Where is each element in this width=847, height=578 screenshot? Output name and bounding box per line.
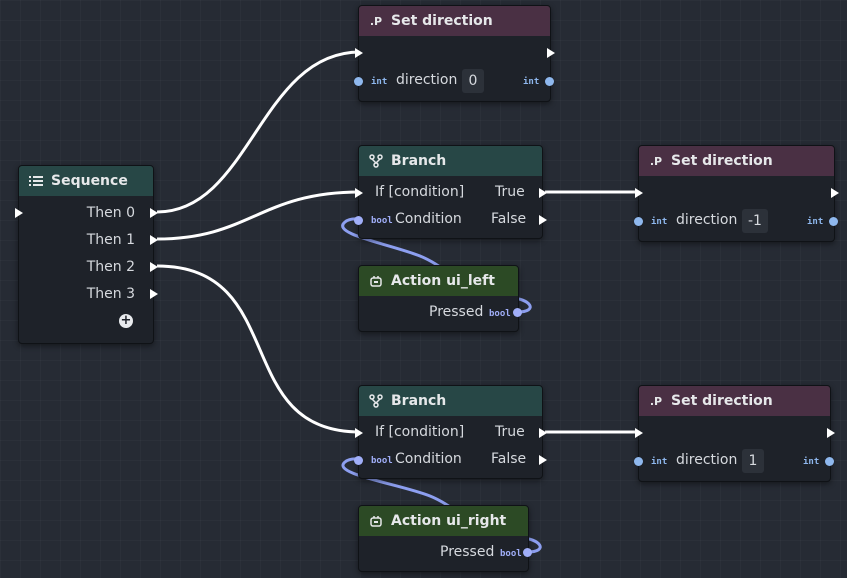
condition-in-port[interactable] [354,456,363,465]
int-type-tag: int [807,217,824,227]
set-direction-title: Set direction [671,153,773,169]
branch-title: Branch [391,393,447,409]
condition-in-port[interactable] [354,216,363,225]
int-type-tag: int [651,457,668,467]
set-direction-header[interactable]: .P Set direction [639,146,834,176]
pressed-out-port[interactable] [523,548,532,557]
set-direction-node-1[interactable]: .P Set direction int direction 0 int [354,5,555,102]
sequence-output-row: Then 3 [19,280,153,307]
exec-in-port[interactable] [355,48,363,58]
action-header[interactable]: Action ui_left [359,266,518,296]
int-type-tag: int [651,217,668,227]
exec-in-port[interactable] [635,428,643,438]
sequence-node-header[interactable]: Sequence [19,166,153,196]
branch-node-2[interactable]: Branch If [condition] True bool Conditio… [354,385,547,479]
exec-in-port[interactable] [355,188,363,198]
exec-in-port[interactable] [635,188,643,198]
false-label: False [491,451,527,467]
int-type-tag: int [371,77,388,87]
sequence-output-row: Then 0 [19,199,153,226]
branch-node-1[interactable]: Branch If [condition] True bool Conditio… [354,145,547,239]
direction-in-port[interactable] [354,77,363,86]
set-direction-header[interactable]: .P Set direction [639,386,830,416]
sequence-output-row: Then 1 [19,226,153,253]
pressed-out-port[interactable] [513,308,522,317]
property-icon: .P [649,394,663,408]
sequence-then3-port[interactable] [150,289,158,299]
gamepad-icon [369,274,383,288]
action-header[interactable]: Action ui_right [359,506,528,536]
true-exec-port[interactable] [539,188,547,198]
branch-icon [369,394,383,408]
direction-in-port[interactable] [634,217,643,226]
bool-type-tag: bool [371,216,393,226]
set-direction-title: Set direction [391,13,493,29]
exec-out-port[interactable] [831,188,839,198]
sequence-then1-label: Then 1 [86,231,135,248]
exec-out-port[interactable] [827,428,835,438]
add-output-button[interactable]: + [119,313,133,328]
wire-then2-to-branch2 [156,264,361,434]
sequence-node[interactable]: Sequence Then 0 Then 1 Then 2 Then 3 + [15,165,158,344]
set-direction-node-2[interactable]: .P Set direction int direction -1 int [634,145,839,242]
int-type-tag: int [803,457,820,467]
branch-title: Branch [391,153,447,169]
false-exec-port[interactable] [539,455,547,465]
false-exec-port[interactable] [539,215,547,225]
false-label: False [491,211,527,227]
set-direction-node-3[interactable]: .P Set direction int direction 1 int [634,385,835,482]
condition-label: Condition [395,211,462,227]
sequence-then1-port[interactable] [150,235,158,245]
action-ui-right-node[interactable]: Action ui_right Pressed bool [358,505,532,572]
sequence-then3-label: Then 3 [86,285,135,302]
direction-label: direction [396,72,458,88]
direction-label: direction [676,452,738,468]
branch-header[interactable]: Branch [359,146,542,176]
property-icon: .P [369,14,383,28]
if-condition-label: If [condition] [375,424,465,440]
sequence-then2-port[interactable] [150,262,158,272]
action-ui-left-node[interactable]: Action ui_left Pressed bool [358,265,522,332]
direction-out-port[interactable] [825,457,834,466]
true-label: True [495,424,525,440]
pressed-label: Pressed [429,304,484,320]
condition-label: Condition [395,451,462,467]
direction-out-port[interactable] [545,77,554,86]
sequence-output-row: Then 2 [19,253,153,280]
sequence-title: Sequence [51,173,128,189]
list-icon [29,174,43,188]
int-type-tag: int [523,77,540,87]
action-title: Action ui_right [391,513,507,529]
wire-then1-to-branch1 [156,190,361,241]
wire-then0-to-setdir1 [156,50,361,214]
bool-type-tag: bool [371,456,393,466]
direction-value-field[interactable]: 0 [462,69,484,93]
branch-header[interactable]: Branch [359,386,542,416]
direction-label: direction [676,212,738,228]
direction-value-field[interactable]: -1 [742,209,768,233]
sequence-then0-port[interactable] [150,208,158,218]
direction-out-port[interactable] [829,217,838,226]
exec-in-port[interactable] [355,428,363,438]
sequence-then2-label: Then 2 [86,258,135,275]
exec-out-port[interactable] [547,48,555,58]
true-exec-port[interactable] [539,428,547,438]
property-icon: .P [649,154,663,168]
bool-type-tag: bool [500,549,522,559]
if-condition-label: If [condition] [375,184,465,200]
sequence-exec-in-port[interactable] [15,208,23,218]
branch-icon [369,154,383,168]
bool-type-tag: bool [489,309,511,319]
direction-value-field[interactable]: 1 [742,449,764,473]
set-direction-title: Set direction [671,393,773,409]
gamepad-icon [369,514,383,528]
action-title: Action ui_left [391,273,495,289]
direction-in-port[interactable] [634,457,643,466]
sequence-then0-label: Then 0 [86,204,135,221]
pressed-label: Pressed [440,544,495,560]
set-direction-header[interactable]: .P Set direction [359,6,550,36]
true-label: True [495,184,525,200]
